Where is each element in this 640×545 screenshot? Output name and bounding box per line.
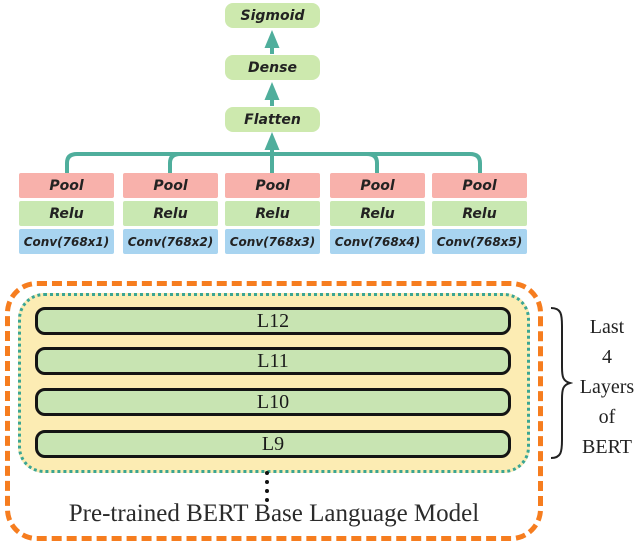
sigmoid-box: Sigmoid: [225, 3, 320, 28]
bert-model-dashed-frame: [5, 281, 543, 541]
pool-box: Pool: [123, 173, 218, 198]
bert-layer-bar: L9: [35, 430, 511, 458]
curly-brace-icon: [550, 307, 573, 459]
bert-layer-bar: L12: [35, 307, 511, 335]
bert-layer-bar: L10: [35, 388, 511, 416]
conv-box: Conv(768x2): [123, 229, 218, 254]
bert-model-caption: Pre-trained BERT Base Language Model: [68, 500, 480, 527]
annotation-line: BERT: [582, 436, 632, 458]
conv-column-2: Pool Relu Conv(768x2): [123, 173, 218, 257]
relu-box: Relu: [330, 201, 425, 226]
vertical-ellipsis-icon: [265, 471, 269, 502]
flatten-box: Flatten: [225, 107, 320, 132]
connector-arrows-icon: [65, 30, 482, 173]
conv-box: Conv(768x1): [19, 229, 114, 254]
relu-box: Relu: [123, 201, 218, 226]
relu-box: Relu: [19, 201, 114, 226]
bert-layer-bar: L11: [35, 347, 511, 375]
conv-column-3: Pool Relu Conv(768x3): [225, 173, 320, 257]
pool-box: Pool: [330, 173, 425, 198]
relu-box: Relu: [225, 201, 320, 226]
dense-box: Dense: [225, 55, 320, 80]
annotation-line: 4: [602, 346, 612, 368]
conv-box: Conv(768x3): [225, 229, 320, 254]
annotation-line: of: [598, 406, 616, 428]
last-layers-annotation: Last 4 Layers of BERT: [574, 312, 640, 462]
conv-box: Conv(768x4): [330, 229, 425, 254]
relu-box: Relu: [432, 201, 527, 226]
annotation-line: Last: [589, 316, 625, 338]
pool-box: Pool: [225, 173, 320, 198]
conv-column-1: Pool Relu Conv(768x1): [19, 173, 114, 257]
conv-box: Conv(768x5): [432, 229, 527, 254]
annotation-line: Layers: [579, 376, 635, 398]
conv-column-5: Pool Relu Conv(768x5): [432, 173, 527, 257]
conv-column-4: Pool Relu Conv(768x4): [330, 173, 425, 257]
pool-box: Pool: [19, 173, 114, 198]
pool-box: Pool: [432, 173, 527, 198]
